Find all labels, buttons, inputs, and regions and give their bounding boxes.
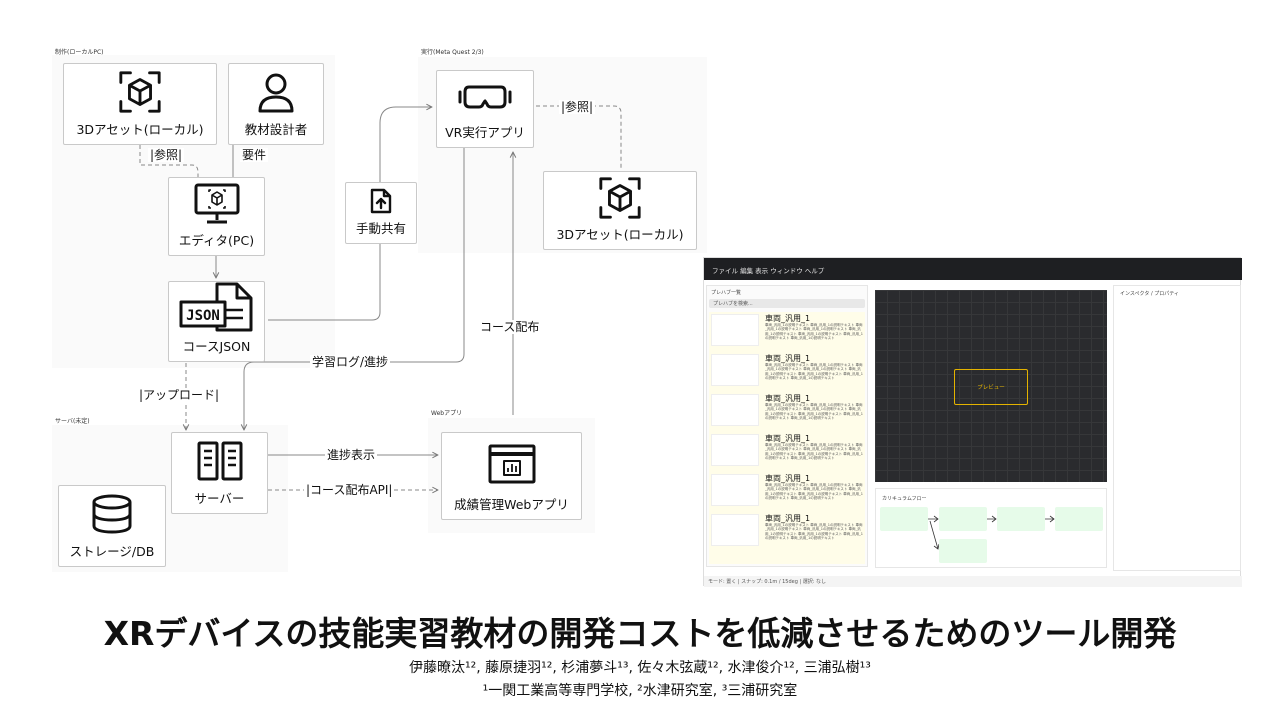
edge-label-progress: 進捗表示: [325, 448, 378, 462]
prefab-title: 車両_汎用_1: [765, 514, 811, 523]
node-manual-share[interactable]: 手動共有: [345, 182, 417, 244]
edge-label-course-api: |コース配布API|: [304, 483, 395, 497]
upload-file-icon: [370, 183, 392, 218]
node-label: エディタ(PC): [178, 233, 255, 248]
prefab-title: 車両_汎用_1: [765, 314, 811, 323]
node-label: ストレージ/DB: [69, 544, 155, 559]
group-quest-label: 実行(Meta Quest 2/3): [421, 49, 484, 56]
node-label: 3Dアセット(ローカル): [76, 122, 204, 137]
inspector-title: インスペクタ / プロパティ: [1120, 291, 1179, 297]
prefab-desc: 車両_汎用_1の説明テキスト 車両_汎用_1の説明テキスト 車両_汎用_1の説明…: [765, 443, 863, 461]
curriculum-flow-panel: カリキュラムフロー: [875, 488, 1107, 568]
scene-viewport[interactable]: プレビュー: [875, 290, 1107, 482]
node-course-json[interactable]: JSON コースJSON: [168, 281, 265, 362]
editor-status-bar: モード: 置く | スナップ: 0.1m / 15deg | 選択: なし: [704, 576, 1242, 587]
edge-label-course-dist: コース配布: [478, 320, 542, 334]
node-label: 3Dアセット(ローカル): [556, 227, 684, 242]
prefab-title: 車両_汎用_1: [765, 434, 811, 443]
prefab-desc: 車両_汎用_1の説明テキスト 車両_汎用_1の説明テキスト 車両_汎用_1の説明…: [765, 483, 863, 501]
edge-label-req: 要件: [240, 148, 269, 162]
svg-text:JSON: JSON: [186, 308, 220, 324]
node-designer[interactable]: 教材設計者: [228, 63, 324, 145]
edge-label-ref1: |参照|: [148, 148, 185, 162]
json-file-icon: JSON: [179, 280, 255, 336]
prefab-desc: 車両_汎用_1の説明テキスト 車両_汎用_1の説明テキスト 車両_汎用_1の説明…: [765, 363, 863, 381]
preview-box[interactable]: プレビュー: [954, 369, 1028, 405]
editor-screenshot: ファイル 編集 表示 ウィンドウ ヘルプ プレハブ一覧 プレハブを検索... 車…: [703, 257, 1242, 587]
node-grade-webapp[interactable]: 成績管理Webアプリ: [441, 432, 582, 520]
curriculum-node[interactable]: [880, 507, 928, 531]
prefab-search-input[interactable]: プレハブを検索...: [709, 299, 865, 308]
server-icon: [196, 433, 244, 488]
prefab-title: 車両_汎用_1: [765, 474, 811, 483]
affiliations: ¹一関工業高等専門学校, ²水津研究室, ³三浦研究室: [482, 683, 798, 699]
poster-title: XRデバイスの技能実習教材の開発コストを低減させるためのツール開発: [103, 614, 1177, 653]
curriculum-flow-title: カリキュラムフロー: [882, 496, 927, 502]
editor-menubar[interactable]: ファイル 編集 表示 ウィンドウ ヘルプ: [704, 258, 1242, 280]
authors: 伊藤暸汰¹², 藤原捷羽¹², 杉浦夢斗¹³, 佐々木弦蔵¹², 水津俊介¹²,…: [409, 660, 871, 676]
edge-label-upload: |アップロード|: [137, 388, 222, 402]
list-item[interactable]: 車両_汎用_1 車両_汎用_1の説明テキスト 車両_汎用_1の説明テキスト 車両…: [709, 352, 865, 388]
node-label: サーバー: [194, 491, 245, 506]
curriculum-node[interactable]: [1055, 507, 1103, 531]
prefab-list: 車両_汎用_1 車両_汎用_1の説明テキスト 車両_汎用_1の説明テキスト 車両…: [709, 312, 865, 564]
node-label: 成績管理Webアプリ: [454, 497, 569, 512]
node-label: VR実行アプリ: [445, 125, 525, 140]
prefab-thumbnail: [711, 354, 759, 386]
list-item[interactable]: 車両_汎用_1 車両_汎用_1の説明テキスト 車両_汎用_1の説明テキスト 車両…: [709, 392, 865, 428]
edge-ref1: [139, 145, 198, 183]
group-server-label: サーバ(未定): [55, 418, 90, 425]
curriculum-node[interactable]: [939, 539, 987, 563]
edge-label-learn-log: 学習ログ/進捗: [310, 355, 391, 369]
node-editor[interactable]: エディタ(PC): [168, 177, 265, 256]
node-storage-db[interactable]: ストレージ/DB: [58, 485, 166, 567]
node-label: 手動共有: [355, 221, 406, 236]
group-web-label: Webアプリ: [431, 410, 463, 417]
curriculum-flow-arrows: [928, 515, 1055, 550]
list-item[interactable]: 車両_汎用_1 車両_汎用_1の説明テキスト 車両_汎用_1の説明テキスト 車両…: [709, 472, 865, 508]
dashboard-icon: [487, 433, 537, 494]
inspector-panel: インスペクタ / プロパティ: [1113, 285, 1241, 571]
prefab-title: 車両_汎用_1: [765, 354, 811, 363]
ar-cube-icon: [597, 172, 643, 224]
ar-cube-icon: [117, 64, 163, 119]
list-item[interactable]: 車両_汎用_1 車両_汎用_1の説明テキスト 車両_汎用_1の説明テキスト 車両…: [709, 432, 865, 468]
node-label: 教材設計者: [244, 122, 308, 137]
prefab-desc: 車両_汎用_1の説明テキスト 車両_汎用_1の説明テキスト 車両_汎用_1の説明…: [765, 523, 863, 541]
vr-headset-icon: [457, 71, 513, 122]
node-label: コースJSON: [182, 339, 251, 354]
node-3d-asset-local[interactable]: 3Dアセット(ローカル): [63, 63, 217, 145]
user-icon: [256, 64, 296, 119]
edge-label-ref2: |参照|: [559, 100, 596, 114]
prefab-thumbnail: [711, 434, 759, 466]
edge-ref2: [536, 105, 622, 170]
group-local-pc-label: 制作(ローカルPC): [55, 49, 104, 56]
database-icon: [90, 486, 134, 541]
prefab-panel: プレハブ一覧 プレハブを検索... 車両_汎用_1 車両_汎用_1の説明テキスト…: [706, 285, 868, 567]
curriculum-node[interactable]: [997, 507, 1045, 531]
prefab-desc: 車両_汎用_1の説明テキスト 車両_汎用_1の説明テキスト 車両_汎用_1の説明…: [765, 403, 863, 421]
prefab-desc: 車両_汎用_1の説明テキスト 車両_汎用_1の説明テキスト 車両_汎用_1の説明…: [765, 323, 863, 341]
monitor-cube-icon: [193, 178, 241, 230]
prefab-panel-title: プレハブ一覧: [711, 290, 742, 296]
list-item[interactable]: 車両_汎用_1 車両_汎用_1の説明テキスト 車両_汎用_1の説明テキスト 車両…: [709, 512, 865, 548]
prefab-thumbnail: [711, 394, 759, 426]
list-item[interactable]: 車両_汎用_1 車両_汎用_1の説明テキスト 車両_汎用_1の説明テキスト 車両…: [709, 312, 865, 348]
curriculum-node[interactable]: [939, 507, 987, 531]
prefab-thumbnail: [711, 314, 759, 346]
prefab-title: 車両_汎用_1: [765, 394, 811, 403]
prefab-thumbnail: [711, 514, 759, 546]
node-vr-app[interactable]: VR実行アプリ: [436, 70, 534, 148]
node-server[interactable]: サーバー: [171, 432, 268, 514]
prefab-thumbnail: [711, 474, 759, 506]
node-3d-asset-quest[interactable]: 3Dアセット(ローカル): [543, 171, 697, 250]
